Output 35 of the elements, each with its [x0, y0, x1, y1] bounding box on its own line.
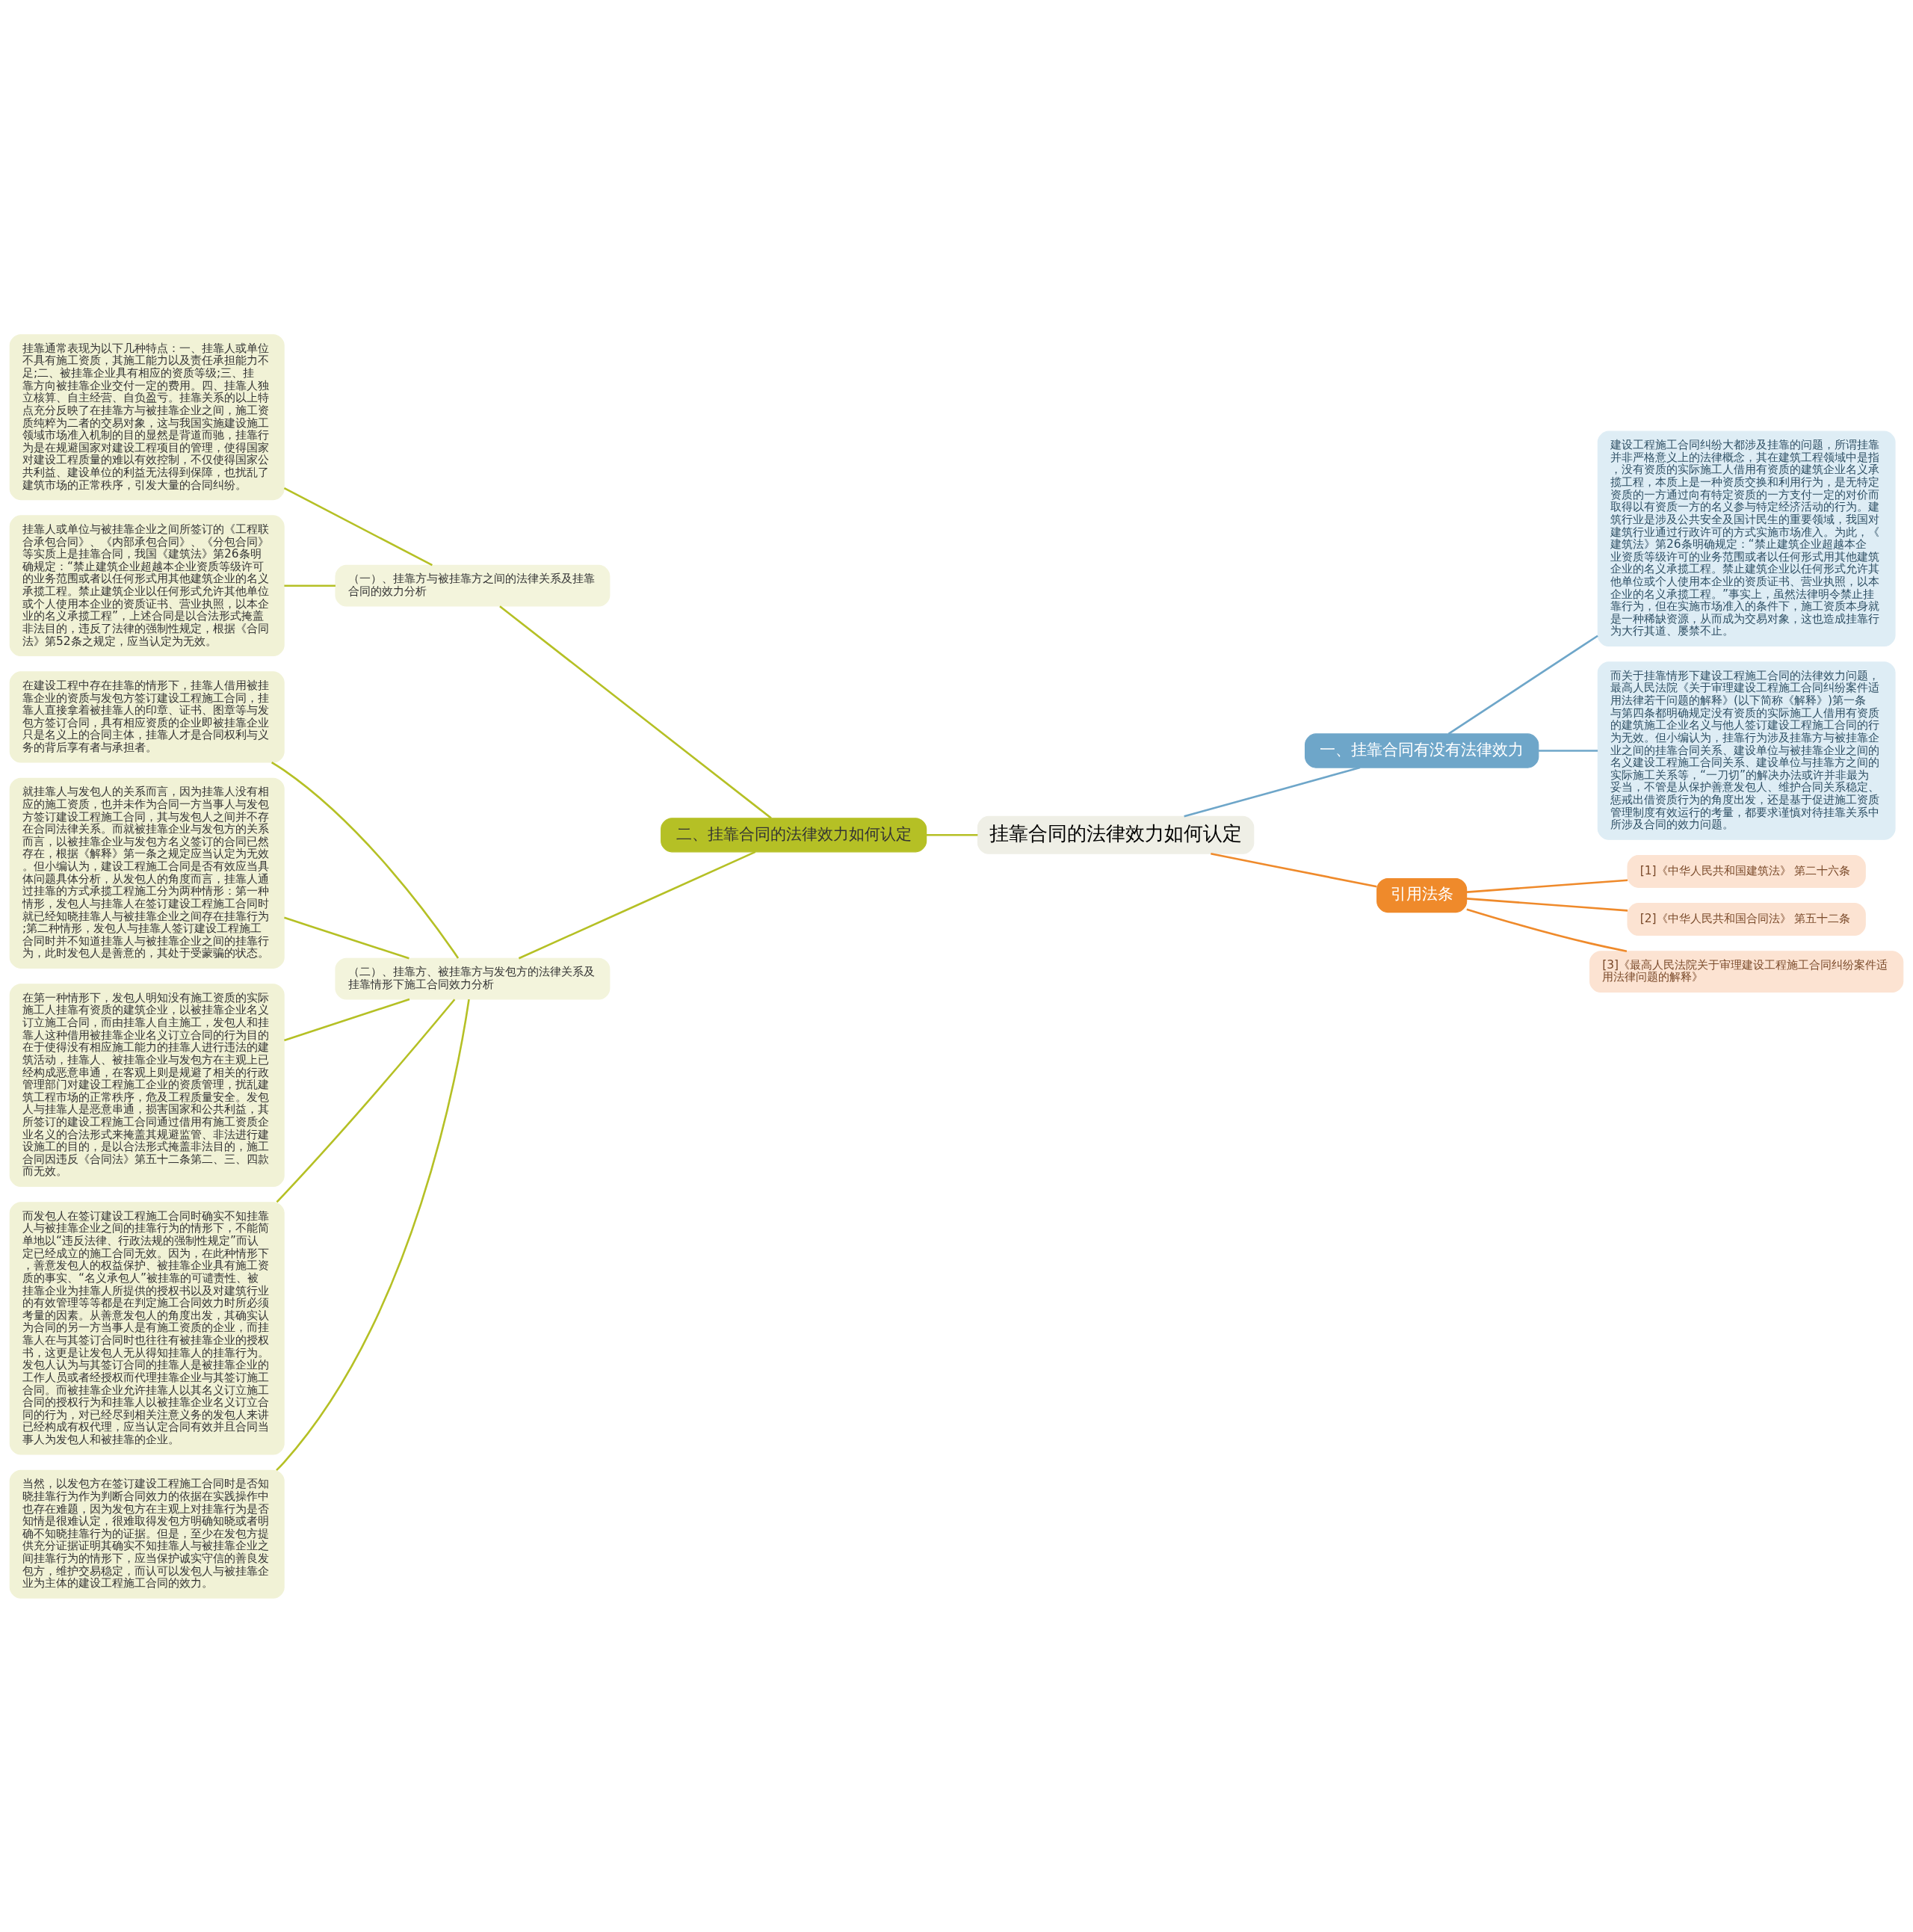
node-box: 当然，以发包方在签订建设工程施工合同时是否知晓挂靠行为作为判断合同效力的依据在实践操作中也存在难题，因为发包方在主观上对挂靠行为是否知情是很难认定，很难取得发包方明确知晓或者明确不知晓挂靠行为的证据。但是，至少在发包方提供充分证据证明其确实不知挂靠人与被挂靠企业之间挂靠行为的情形下，应当保护诚实守信的善良发包方，维护交易稳定，而认可以发包人与被挂靠企业为主体的建设工程施工合同的效力。 — [9, 1469, 285, 1599]
node-box: 建设工程施工合同纠纷大都涉及挂靠的问题，所谓挂靠并非严格意义上的法律概念，其在建筑工程领域中是指，没有资质的实际施工人借用有资质的建筑企业名义承揽工程，本质上是一种资质交换和利用行为，是无特定资质的一方通过向有特定资质的一方支付一定的对价而取得以有资质一方的名义参与特定经济活动的行为。建筑行业是涉及公共安全及国计民生的重要领域，我国对建筑行业通过行政许可的方式实施市场准入。为此，《建筑法》第26条明确规定：“禁止建筑企业超越本企业资质等级许可的业务范围或者以任何形式用其他建筑企业的名义承揽工程。禁止建筑企业以任何形式允许其他单位或个人使用本企业的资质证书、营业执照，以本企业的名义承揽工程。”事实上，虽然法律明令禁止挂靠行为，但在实施市场准入的条件下，施工资质本身就是一种稀缺资源，从而成为交易对象，这也造成挂靠行为大行其道、屡禁不止。 — [1597, 430, 1896, 646]
node-box: 在建设工程中存在挂靠的情形下，挂靠人借用被挂靠企业的资质与发包方签订建设工程施工合同，挂靠人直接拿着被挂靠人的印章、证书、图章等与发包方签订合同，具有相应资质的企业即被挂靠企业只是名义上的合同主体，挂靠人才是合同权利与义务的背后享有者与承担者。 — [9, 670, 285, 763]
connector — [926, 833, 978, 836]
node-box: 而关于挂靠情形下建设工程施工合同的法律效力问题，最高人民法院《关于审理建设工程施工合同纠纷案件适用法律若干问题的解释》(以下简称《解释》)第一条与第四条都明确规定没有资质的实际施工人借用有资质的建筑施工企业名义与他人签订建设工程施工合同的行为无效。但小编认为，挂靠行为涉及挂靠方与被挂靠企业之间的挂靠合同关系、建设单位与被挂靠企业之间的名义建设工程施工合同关系、建设单位与挂靠方之间的实际施工关系等，“一刀切”的解决办法或许并非最为妥当，不管是从保护善意发包人、维护合同关系稳定、惩戒出借资质行为的角度出发，还是基于促进施工资质管理制度有效运行的考量，都要求谨慎对待挂靠关系中所涉及合同的效力问题。 — [1597, 661, 1896, 840]
node-box: 挂靠人或单位与被挂靠企业之间所签订的《工程联合承包合同》、《内部承包合同》、《分包合同》等实质上是挂靠合同，我国《建筑法》第26条明确规定：“禁止建筑企业超越本企业资质等级许可的业务范围或者以任何形式用其他建筑企业的名义承揽工程。禁止建筑企业以任何形式允许其他单位或个人使用本企业的资质证书、营业执照，以本企业的名义承揽工程”，上述合同是以合法形式掩盖非法目的，违反了法律的强制性规定，根据《合同法》第52条之规定，应当认定为无效。 — [9, 514, 285, 656]
connector — [1447, 635, 1598, 735]
node-box: 而发包人在签订建设工程施工合同时确实不知挂靠人与被挂靠企业之间的挂靠行为的情形下，不能简单地以“违反法律、行政法规的强制性规定”而认定已经成立的施工合同无效。因为，在此种情形下，善意发包人的权益保护、被挂靠企业具有施工资质的事实、“名义承包人”被挂靠的可谴责性、被挂靠企业为挂靠人所提供的授权书以及对建筑行业的有效管理等等都是在判定施工合同效力时所必须考量的因素。从善意发包人的角度出发，其确实认为合同的另一方当事人是有施工资质的企业，而挂靠人在与其签订合同时也往往有被挂靠企业的授权书，这更是让发包人无从得知挂靠人的挂靠行为。发包人认为与其签订合同的挂靠人是被挂靠企业的工作人员或者经授权而代理挂靠企业与其签订施工合同。而被挂靠企业允许挂靠人以其名义订立施工合同的授权行为和挂靠人以被挂靠企业名义订立合同的行为，对已经尽到相关注意义务的发包人来讲已经构成有权代理，应当认定合同有效并且合同当事人为发包人和被挂靠的企业。 — [9, 1201, 285, 1455]
connector — [276, 999, 470, 1471]
node-box: [2]《中华人民共和国合同法》 第五十二条 — [1627, 902, 1866, 936]
node-box: （二）、挂靠方、被挂靠方与发包方的法律关系及挂靠情形下施工合同效力分析 — [335, 957, 611, 999]
connector — [1466, 878, 1628, 893]
connector — [283, 487, 433, 566]
node-box: 引用法条 — [1376, 877, 1468, 913]
connector — [1538, 749, 1598, 752]
connector — [284, 998, 410, 1041]
node-box: 挂靠通常表现为以下几种特点：一、挂靠人或单位不具有施工资质，其施工能力以及责任承担能力不足;二、被挂靠企业具有相应的资质等级;三、挂靠方向被挂靠企业交付一定的费用。四、挂靠人独立核算、自主经营、自负盈亏。挂靠关系的以上特点充分反映了在挂靠方与被挂靠企业之间，施工资质纯粹为二者的交易对象，这与我国实施建设施工领域市场准入机制的目的显然是背道而驰，挂靠行为是在规避国家对建设工程项目的管理，使得国家对建设工程质量的难以有效控制，不仅使得国家公共利益、建设单位的利益无法得到保障，也扰乱了建筑市场的正常秩序，引发大量的合同纠纷。 — [9, 333, 285, 500]
connector — [499, 605, 772, 819]
connector — [1466, 907, 1628, 952]
connector — [284, 916, 410, 960]
connector — [1466, 897, 1628, 912]
connector — [1211, 852, 1377, 888]
node-box: 挂靠合同的法律效力如何认定 — [977, 815, 1255, 854]
connector — [276, 998, 456, 1203]
node-box: 一、挂靠合同有没有法律效力 — [1304, 732, 1539, 768]
connector — [518, 851, 756, 959]
node-box: 就挂靠人与发包人的关系而言，因为挂靠人没有相应的施工资质，也并未作为合同一方当事人与发包方签订建设工程施工合同，其与发包人之间并不存在合同法律关系。而就被挂靠企业与发包方的关系而言，以被挂靠企业与发包方名义签订的合同已然存在，根据《解释》第一条之规定应当认定为无效。但小编认为，建设工程施工合同是否有效应当具体问题具体分析，从发包人的角度而言，挂靠人通过挂靠的方式承揽工程施工分为两种情形：第一种情形，发包人与挂靠人在签订建设工程施工合同时就已经知晓挂靠人与被挂靠企业之间存在挂靠行为;第二种情形，发包人与挂靠人签订建设工程施工合同时并不知道挂靠人与被挂靠企业之间的挂靠行为，此时发包人是善意的，其处于受蒙骗的状态。 — [9, 777, 285, 969]
node-box: [1]《中华人民共和国建筑法》 第二十六条 — [1627, 854, 1866, 888]
connector — [284, 584, 336, 587]
node-box: （一）、挂靠方与被挂靠方之间的法律关系及挂靠合同的效力分析 — [335, 564, 611, 607]
connector — [271, 761, 460, 959]
node-box: 二、挂靠合同的法律效力如何认定 — [661, 817, 927, 852]
connector — [1184, 766, 1361, 818]
node-box: [3]《最高人民法院关于审理建设工程施工合同纠纷案件适用法律问题的解释》 — [1589, 950, 1904, 993]
node-box: 在第一种情形下，发包人明知没有施工资质的实际施工人挂靠有资质的建筑企业，以被挂靠企业名义订立施工合同，而由挂靠人自主施工，发包人和挂靠人这种借用被挂靠企业名义订立合同的行为目的在于使得没有相应施工能力的挂靠人进行违法的建筑活动，挂靠人、被挂靠企业与发包方在主观上已经构成恶意串通，在客观上则是规避了相关的行政管理部门对建设工程施工企业的资质管理，扰乱建筑工程市场的正常秩序，危及工程质量安全。发包人与挂靠人是恶意串通，损害国家和公共利益，其所签订的建设工程施工合同通过借用有施工资质企业名义的合法形式来掩盖其规避监管、非法进行建设施工的目的，是以合法形式掩盖非法目的，施工合同因违反《合同法》第五十二条第二、三、四款而无效。 — [9, 983, 285, 1187]
